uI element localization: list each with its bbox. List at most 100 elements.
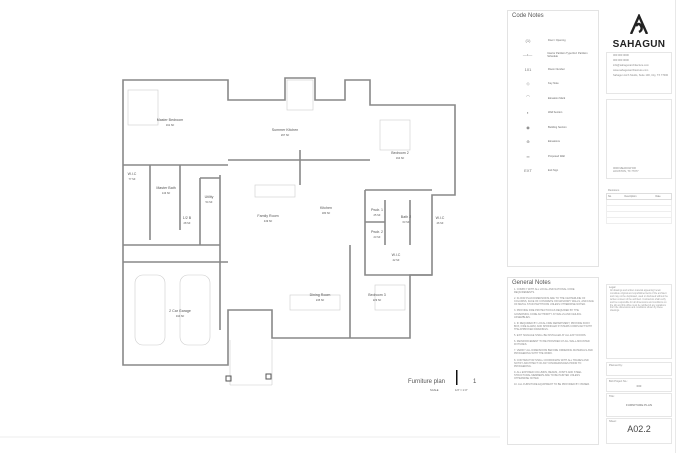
general-note: 10. All furniture equipment to be provid… [514, 383, 590, 387]
room-label: 1/2 B [183, 216, 192, 220]
room-label: W.I.C [392, 253, 401, 257]
sheet-label: Sheet: [609, 420, 617, 423]
code-symbol-icon: 101 [524, 66, 532, 72]
room-area: 449 SF [264, 219, 273, 223]
contact-line: info@sahagunarchitecture.com [613, 64, 649, 67]
room-label: 2 Car Garage [169, 309, 191, 313]
sheet-number: A02.2 [627, 424, 651, 434]
legal-box: Legal All drawings and written material … [606, 284, 672, 359]
contact-line: www.sahagunarchitecture.com [613, 69, 649, 72]
interior-wall [123, 150, 432, 338]
room-label: Pwdr. 2 [371, 230, 383, 234]
code-note-label: Exit Sign [548, 169, 559, 173]
code-symbol-icon: —•— [522, 52, 533, 58]
code-note-label: Elevations [548, 140, 560, 144]
room-label: Bedroom 2 [391, 151, 409, 155]
code-note-row: EXT Exit Sign [508, 164, 598, 179]
general-note: 6. Reinforcement to be provided at all w… [514, 340, 590, 347]
general-notes-panel: General Notes 1. Comply with all local a… [507, 277, 599, 445]
code-note-row: ◉Building Section [508, 120, 598, 135]
car-icon [179, 274, 211, 346]
code-note-label: Key Note [548, 82, 559, 86]
room-label: Pwdr. 1 [371, 208, 383, 212]
code-note-row: ◐Wall Section [508, 106, 598, 121]
room-area: 229 SF [373, 298, 382, 302]
room-label: W.I.C [436, 216, 445, 220]
code-note-row: ◇ Key Note [508, 77, 598, 92]
planned-by-label: Planned by: [609, 364, 623, 367]
drawing-title: Furniture plan [408, 379, 445, 385]
code-note-label: Wall Section [548, 111, 563, 115]
room-label: Summer Kitchen [272, 128, 299, 132]
sheet-border [675, 0, 676, 453]
code-note-row: —•—Interior Partition Type Ref. Partitio… [508, 48, 598, 63]
column-icon [225, 375, 232, 382]
project-no-label: Bolt Project No.: [609, 380, 628, 383]
room-area: 25 SF [374, 213, 381, 217]
contact-line: Sahagun Arch Studio, Suite 100, City, TX… [613, 74, 669, 77]
code-symbol-icon: ═ [526, 153, 530, 159]
room-area: 180 SF [322, 211, 331, 215]
project-no-box: Bolt Project No.: 000 [606, 378, 672, 392]
general-note: 8. Contractor shall coordinate with all … [514, 358, 589, 368]
general-note: 1. Comply with all local and national co… [514, 288, 575, 295]
code-note-label: Door / Opening [548, 38, 566, 42]
code-notes-panel: Code Notes (1)Door / Opening—•—Interior … [507, 10, 599, 267]
general-note: 9. All exposed columns, beams, joists an… [514, 370, 582, 380]
rev-col-no: No. [608, 195, 612, 198]
code-note-label: Proposed Wall [548, 154, 565, 158]
code-note-label: Elevation Mark [548, 96, 566, 100]
code-note-row: (1)Door / Opening [508, 33, 598, 48]
code-symbol-icon: ⌒ [526, 95, 530, 101]
project-address: 0000 MEADOW DR HOUSTON, TX 77077 [613, 167, 639, 173]
room-area: 344 SF [176, 314, 185, 318]
room-area: 77 SF [129, 177, 136, 181]
scale-label: SCALE [430, 388, 439, 392]
room-label: Bedroom 3 [368, 293, 386, 297]
drawing-number: 1 [473, 379, 477, 385]
legal-text: All drawings and written material appear… [610, 290, 668, 313]
car-icon [134, 274, 166, 346]
column-icon [265, 373, 272, 380]
project-address-box: 0000 MEADOW DR HOUSTON, TX 77077 [606, 99, 672, 179]
planned-by-box: Planned by: [606, 362, 672, 376]
fireplace-icon [286, 79, 314, 111]
room-area: 46 SF [437, 221, 444, 225]
contact-line: 000 000 0000 [613, 59, 629, 62]
sheet-title: FURNITURE PLAN [625, 403, 652, 407]
general-notes-title: General Notes [512, 280, 551, 286]
room-area: 164 SF [396, 156, 405, 160]
code-note-row: ⊕ Elevations [508, 135, 598, 150]
contact-box: 000 000 0000 000 000 0000 info@sahagunarch… [606, 52, 672, 94]
dining-table-icon [289, 294, 341, 311]
room-label: Master Bath [156, 186, 175, 190]
contact-line: 000 000 0000 [613, 54, 629, 57]
room-area: 297 SF [281, 133, 290, 137]
logo-text: SAHAGUN [612, 39, 666, 50]
code-symbol-icon: ◇ [526, 81, 530, 87]
room-area: 245 SF [316, 298, 325, 302]
sheet-box: Sheet: A02.2 [606, 418, 672, 444]
code-symbol-icon: EXT [524, 168, 532, 174]
room-label: W.I.C [128, 172, 137, 176]
code-notes-title: Code Notes [512, 13, 544, 19]
room-area: 23 SF [374, 235, 381, 239]
code-note-label: Building Section [548, 125, 567, 129]
code-note-row: 101 Room Number [508, 62, 598, 77]
code-note-row: ⌒ Elevation Mark [508, 91, 598, 106]
general-note: 5. Exit signage shall be installed at al… [514, 334, 587, 338]
room-label: Utility [205, 195, 214, 199]
code-note-row: ═ Proposed Wall [508, 149, 598, 164]
room-label: Dining Room [310, 293, 331, 297]
code-symbol-icon: ⊕ [526, 139, 530, 145]
general-note: 2. Floor plan dimensions are to the cent… [514, 297, 594, 307]
exterior-wall [122, 77, 456, 366]
scale-value: 1/4" = 1'-0" [455, 388, 468, 392]
room-label: Family Room [257, 214, 278, 218]
revisions-rows [606, 200, 672, 224]
logo: SAHAGUN [606, 13, 672, 50]
code-note-label: Room Number [548, 67, 565, 71]
project-no: 000 [636, 384, 642, 388]
